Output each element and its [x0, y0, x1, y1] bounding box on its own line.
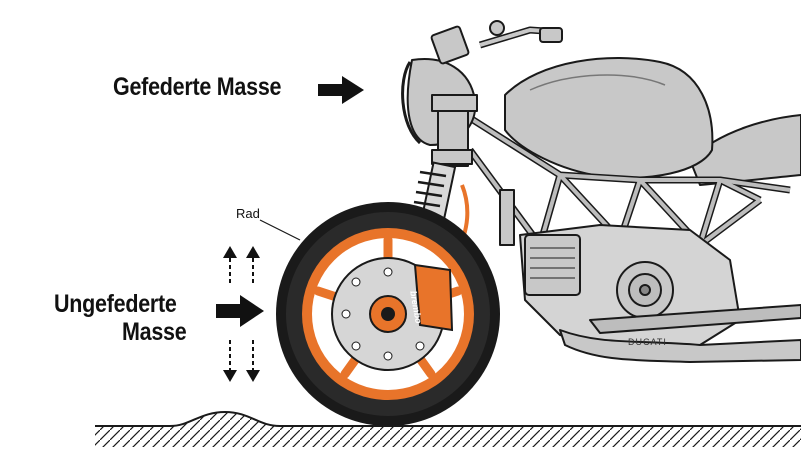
- arrow-right-icon: [318, 76, 364, 104]
- sprung-mass-label: Gefederte Masse: [113, 73, 282, 101]
- wheel-label: Rad: [236, 206, 260, 221]
- engine-brand-label: DUCATI: [628, 337, 667, 347]
- front-wheel: [276, 202, 500, 426]
- up-down-arrow-icon: [246, 246, 260, 382]
- arrow-right-icon: [216, 295, 264, 327]
- motorcycle-body: [401, 20, 801, 363]
- wheel-pointer-line: [259, 219, 301, 241]
- unsprung-mass-label-line2: Masse: [122, 318, 187, 346]
- ground: [95, 410, 801, 447]
- up-down-arrow-icon: [223, 246, 237, 382]
- unsprung-mass-label-line1: Ungefederte: [54, 290, 177, 318]
